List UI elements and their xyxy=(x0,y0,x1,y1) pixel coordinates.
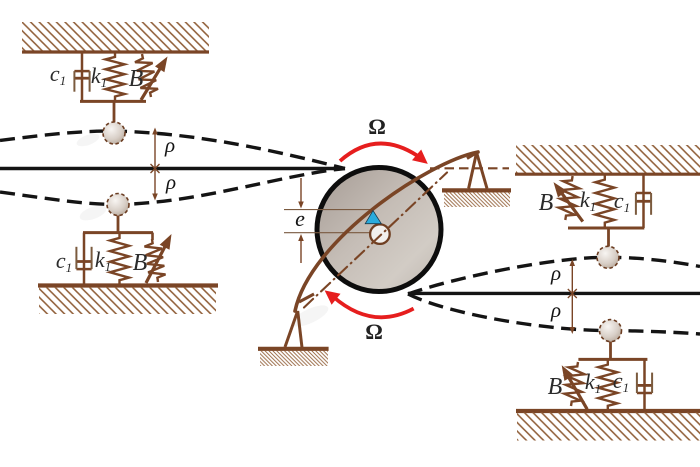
svg-text:ρ: ρ xyxy=(165,170,176,194)
svg-text:B: B xyxy=(539,190,554,216)
svg-text:ρ: ρ xyxy=(164,133,175,157)
svg-text:B: B xyxy=(548,374,563,400)
svg-text:ρ: ρ xyxy=(550,298,561,322)
svg-text:Ω: Ω xyxy=(365,319,383,344)
svg-text:e: e xyxy=(295,206,305,231)
svg-text:ρ: ρ xyxy=(550,261,561,285)
svg-text:Ω: Ω xyxy=(368,114,386,139)
svg-text:B: B xyxy=(133,250,148,276)
svg-text:B: B xyxy=(129,66,144,92)
